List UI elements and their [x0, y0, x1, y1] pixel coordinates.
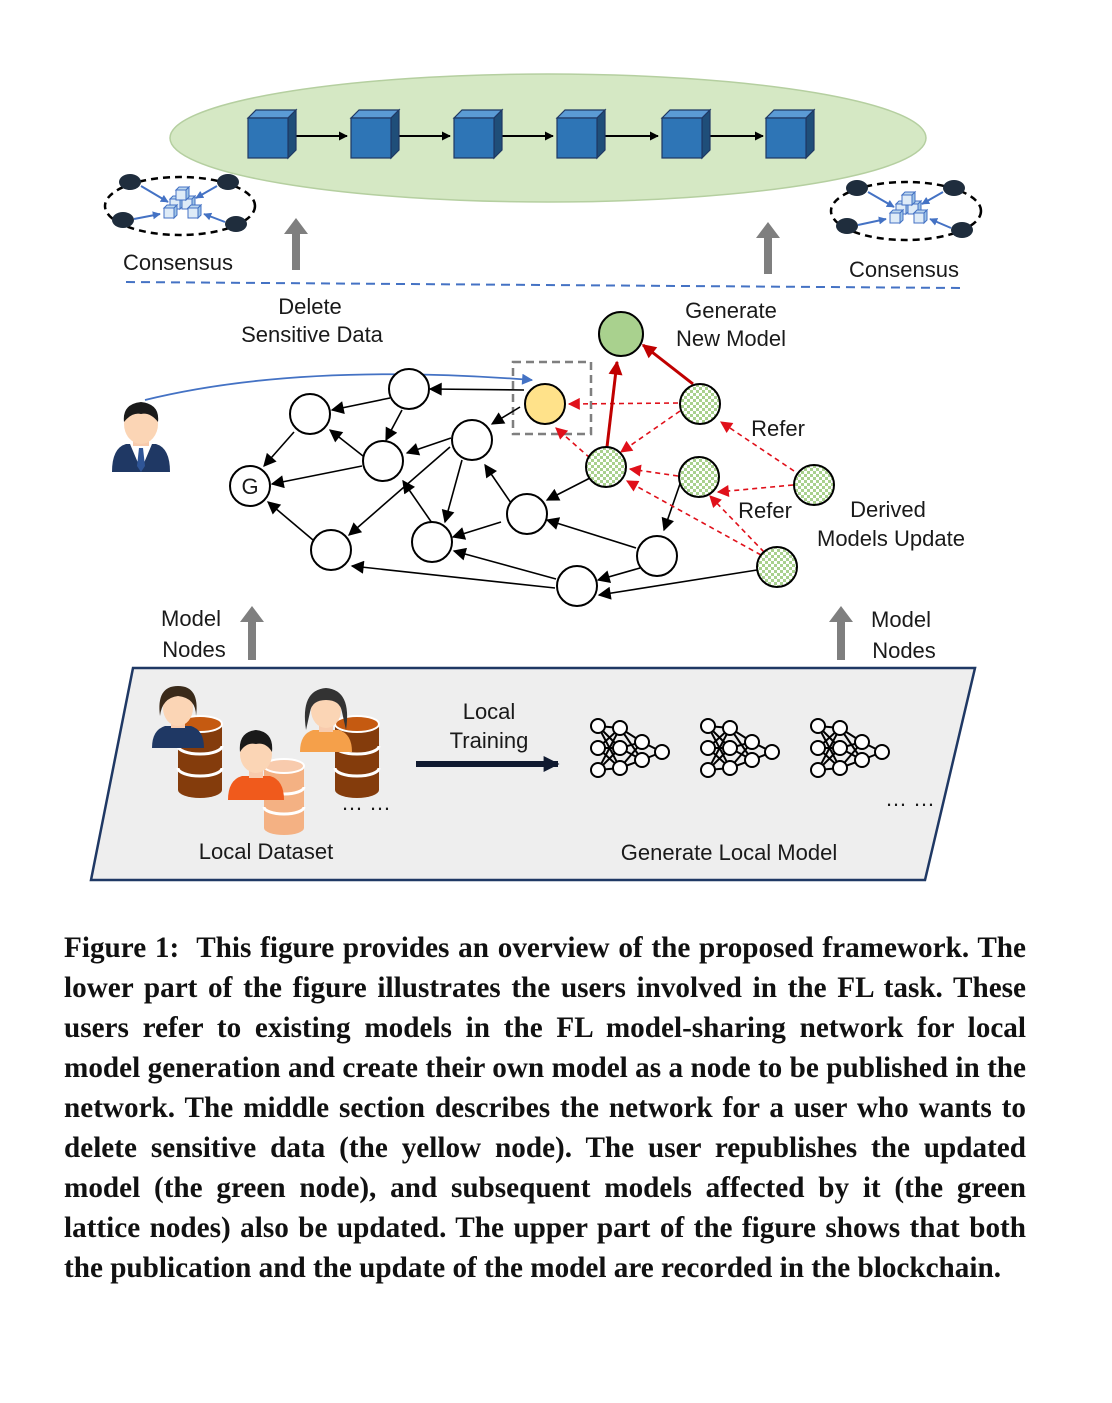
ellipsis-models: … …	[885, 786, 935, 811]
model-node	[451, 419, 493, 461]
delete-label-line2: Sensitive Data	[241, 322, 384, 347]
database-icon	[333, 714, 381, 800]
generate-label-line2: New Model	[676, 326, 786, 351]
genesis-node	[229, 465, 271, 507]
consensus-cluster-right	[829, 180, 983, 242]
model-node	[556, 565, 598, 607]
block	[350, 109, 400, 159]
model-nodes-label-right-1: Model	[871, 607, 931, 632]
figure-caption-label: Figure 1:	[64, 932, 180, 964]
consensus-label-left: Consensus	[123, 250, 233, 275]
consensus-cluster-left	[103, 174, 257, 237]
up-arrow-to-blockchain-left	[284, 218, 308, 270]
genesis-node-label: G	[241, 474, 258, 499]
block	[661, 109, 711, 159]
model-nodes-label-left-1: Model	[161, 606, 221, 631]
model-node	[506, 493, 548, 535]
up-arrow-to-blockchain-right	[756, 222, 780, 274]
ellipsis-datasets: … …	[341, 790, 391, 815]
republish-arrows	[605, 343, 694, 448]
model-node	[411, 521, 453, 563]
user-avatar-man	[228, 730, 284, 800]
blockchain	[169, 73, 927, 203]
local-dataset-label: Local Dataset	[199, 839, 334, 864]
generate-local-model-label: Generate Local Model	[621, 840, 837, 865]
up-arrow-model-nodes-right	[829, 606, 853, 660]
yellow-node-sensitive	[524, 383, 566, 425]
model-node	[289, 393, 331, 435]
lattice-node	[678, 456, 720, 498]
figure-caption-text: This figure provides an overview of the …	[64, 932, 1026, 1284]
user-avatar-woman-2	[300, 688, 352, 752]
lattice-node	[585, 446, 627, 488]
new-green-node	[598, 311, 644, 357]
deletion-highlight-box	[511, 360, 593, 436]
derived-label-line1: Derived	[850, 497, 926, 522]
user-avatar-woman	[152, 686, 204, 748]
block	[247, 109, 297, 159]
lattice-node	[793, 464, 835, 506]
model-node	[636, 535, 678, 577]
generate-label-line1: Generate	[685, 298, 777, 323]
figure-caption: Figure 1: This figure provides an overvi…	[64, 928, 1026, 1288]
local-training-label-1: Local	[463, 699, 516, 724]
model-nodes-label-left-2: Nodes	[162, 637, 226, 662]
block	[453, 109, 503, 159]
model-node	[388, 368, 430, 410]
local-training-label-2: Training	[450, 728, 529, 753]
consensus-label-right: Consensus	[849, 257, 959, 282]
model-nodes-label-right-2: Nodes	[872, 638, 936, 663]
deleting-user-avatar	[112, 402, 170, 472]
lattice-node	[679, 383, 721, 425]
layer-separator	[125, 281, 963, 289]
block	[765, 109, 815, 159]
delete-label-line1: Delete	[278, 294, 342, 319]
lattice-node	[756, 546, 798, 588]
model-node	[310, 529, 352, 571]
user-to-yellow-arc	[144, 373, 534, 401]
framework-diagram: Consensus Consensus Delete Sensitive Dat…	[89, 73, 983, 882]
up-arrow-model-nodes-left	[240, 606, 264, 660]
refer-arrows	[555, 397, 795, 556]
derived-label-line2: Models Update	[817, 526, 965, 551]
model-nodes	[229, 311, 835, 607]
refer-label-top: Refer	[751, 416, 805, 441]
block	[556, 109, 606, 159]
refer-label-bottom: Refer	[738, 498, 792, 523]
local-users-platform	[89, 666, 977, 882]
model-node	[362, 440, 404, 482]
